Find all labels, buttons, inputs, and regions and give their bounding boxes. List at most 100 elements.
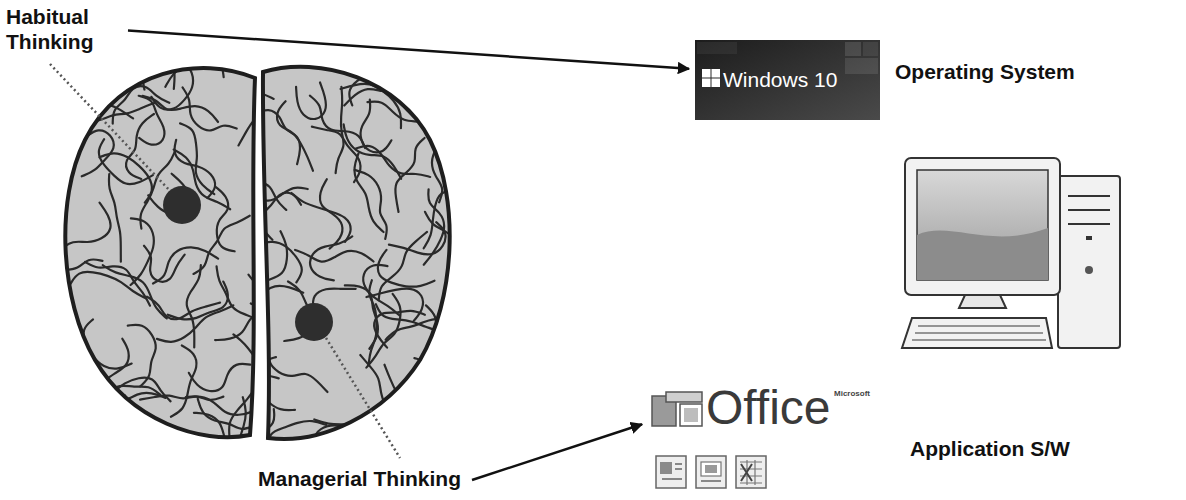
arrow-connector <box>128 31 689 69</box>
brain-fold <box>109 174 121 262</box>
logo-text: Office <box>706 384 831 432</box>
logo-text: Windows 10 <box>723 69 837 90</box>
brain-fold <box>112 425 179 466</box>
brain-fold <box>419 65 486 111</box>
windows-pane <box>712 79 721 88</box>
brain-fold <box>84 319 132 368</box>
brain-fold <box>296 83 326 119</box>
brain-fold <box>295 250 373 262</box>
windows-pane <box>712 69 721 78</box>
brain-fold <box>355 170 387 239</box>
brain-fold <box>356 146 430 177</box>
brain-fold <box>99 153 151 202</box>
brain-outline <box>263 67 450 439</box>
leader-line <box>50 64 172 193</box>
led <box>1086 236 1092 240</box>
brain-fold <box>217 266 269 330</box>
brain-fold <box>347 63 426 77</box>
office-icon <box>680 404 702 426</box>
app-icon <box>696 456 726 488</box>
software-label: Operating System <box>895 59 1075 84</box>
software-label: Application S/W <box>910 436 1070 461</box>
brain-fold <box>360 414 422 446</box>
drive-slot <box>1068 209 1110 211</box>
brain-fold <box>104 396 134 464</box>
drive-slot <box>1068 195 1110 197</box>
app-icon <box>736 456 766 488</box>
brain-folds <box>201 38 486 485</box>
brain-fold <box>139 96 165 145</box>
leader-line <box>326 338 400 458</box>
tile <box>845 58 878 74</box>
screen <box>917 170 1048 280</box>
computer-illustration <box>902 158 1120 348</box>
brain-fold <box>258 357 295 410</box>
brain-fold <box>231 188 308 216</box>
thinking-label: Habitual Thinking <box>6 4 120 57</box>
windows-logo-node: Windows 10 Operating System <box>695 40 1077 120</box>
brain-fold <box>268 347 327 392</box>
screen-wave <box>917 228 1048 280</box>
windows-logo <box>695 40 880 120</box>
brain-fold <box>238 102 304 146</box>
keyboard-keys <box>912 326 1046 340</box>
tower <box>1058 176 1120 348</box>
brain-fold <box>168 282 228 320</box>
brain-fold <box>171 345 197 416</box>
brain-hemisphere <box>65 68 255 437</box>
brain-fold <box>70 272 146 298</box>
brain-fold <box>341 84 402 128</box>
brain-fold <box>189 364 251 391</box>
thinking-label-text: Habitual Thinking <box>6 4 118 54</box>
logo-superscript: Microsoft <box>834 390 870 398</box>
office-icon <box>684 408 698 422</box>
brain-fold <box>35 112 61 187</box>
brain-fold <box>1 421 66 458</box>
power-button <box>1085 266 1093 274</box>
brain-fold <box>147 297 220 319</box>
tile <box>863 42 878 56</box>
brain-fold <box>389 222 446 254</box>
brain-fold <box>277 101 313 171</box>
brain-illustration <box>0 9 487 485</box>
brain-fold <box>85 262 150 306</box>
keyboard <box>902 318 1052 348</box>
brain-fold <box>414 358 461 421</box>
thinking-label-text: Managerial Thinking <box>258 466 461 491</box>
brain-fold <box>187 265 201 347</box>
thinking-label: Managerial Thinking <box>258 466 464 494</box>
brain-fold <box>131 218 154 285</box>
brain-fold <box>24 259 102 280</box>
brain-fold <box>126 114 154 179</box>
logo-panel <box>695 40 880 120</box>
brain-fold <box>180 123 214 194</box>
brain-fold <box>432 123 451 202</box>
region-dot <box>163 186 201 224</box>
brain-fold <box>183 87 237 130</box>
brain-fold <box>140 396 223 400</box>
monitor <box>905 158 1060 295</box>
brain-fold <box>360 355 386 435</box>
office-logo-node: OfficeMicrosoftApplication S/W <box>648 384 1072 490</box>
windows-pane <box>702 69 711 78</box>
brain-fold <box>395 138 424 212</box>
region-dot <box>295 303 333 341</box>
brain-fold <box>0 67 69 95</box>
brain-fold <box>363 265 399 316</box>
office-icon <box>666 392 702 402</box>
brain-fold <box>310 96 365 148</box>
brain-fold <box>354 153 383 232</box>
brain-fold <box>22 342 80 377</box>
brain-fold <box>291 193 350 242</box>
tile <box>845 42 861 56</box>
arrow-connector <box>472 424 642 480</box>
tile <box>697 42 737 54</box>
drive-slot <box>1068 223 1110 225</box>
brain-fold <box>248 286 303 331</box>
brain-fold <box>336 87 344 173</box>
brain-outline <box>65 68 255 437</box>
brain-fold <box>425 212 484 241</box>
brain-hemisphere <box>263 67 450 439</box>
